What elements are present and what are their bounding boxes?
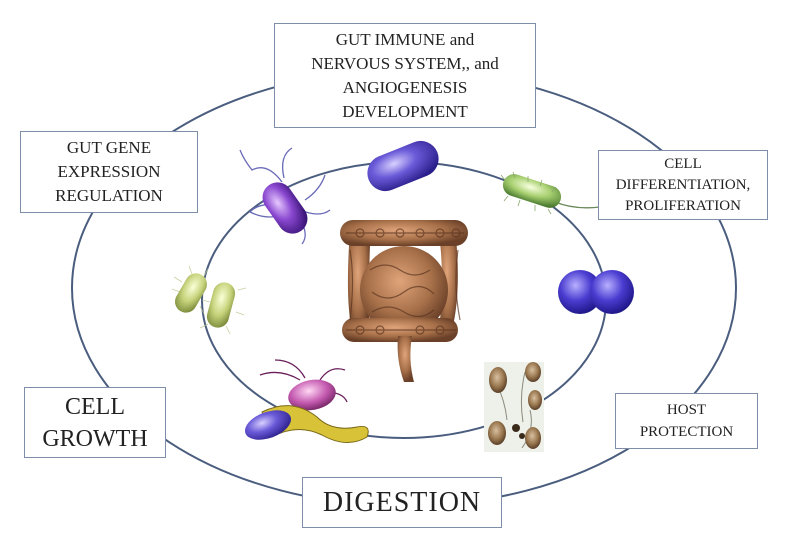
gut-gene-line-3: REGULATION (55, 186, 163, 205)
flagellated-bacterium-icon (239, 147, 331, 245)
rod-bacterium-icon (367, 140, 439, 192)
protozoa-icon (245, 359, 369, 443)
cell-growth-line-2: GROWTH (42, 425, 148, 452)
gut-immune-line-2: NERVOUS SYSTEM,, and (311, 53, 499, 73)
host-protection-box: HOST PROTECTION (615, 393, 758, 449)
gut-gene-line-1: GUT GENE (66, 138, 152, 157)
gut-gene-box: GUT GENE EXPRESSION REGULATION (20, 131, 198, 213)
spore-micrograph-icon (484, 362, 544, 452)
host-protection-line-1: HOST (666, 402, 707, 418)
gut-gene-line-2: EXPRESSION (57, 162, 161, 181)
paired-bacteria-icon (171, 265, 247, 335)
cell-diff-line-3: PROLIFERATION (625, 197, 741, 214)
cell-diff-line-2: DIFFERENTIATION, (615, 176, 751, 193)
gut-immune-line-1: GUT IMMUNE and (335, 29, 475, 49)
cell-growth-line-1: CELL (65, 393, 125, 420)
green-bacterium-icon (500, 171, 601, 215)
diplococcus-icon (558, 270, 634, 314)
gut-immune-box: GUT IMMUNE and NERVOUS SYSTEM,, and ANGI… (274, 23, 536, 128)
cell-growth-box: CELL GROWTH (24, 387, 166, 458)
digestion-label: DIGESTION (322, 486, 482, 518)
cell-diff-line-1: CELL (664, 155, 702, 172)
digestion-box: DIGESTION (302, 477, 502, 528)
intestine-icon (340, 220, 468, 382)
gut-immune-line-3: ANGIOGENESIS (342, 77, 468, 97)
gut-immune-line-4: DEVELOPMENT (342, 101, 468, 121)
cell-differentiation-box: CELL DIFFERENTIATION, PROLIFERATION (598, 150, 768, 220)
host-protection-line-2: PROTECTION (639, 424, 734, 440)
